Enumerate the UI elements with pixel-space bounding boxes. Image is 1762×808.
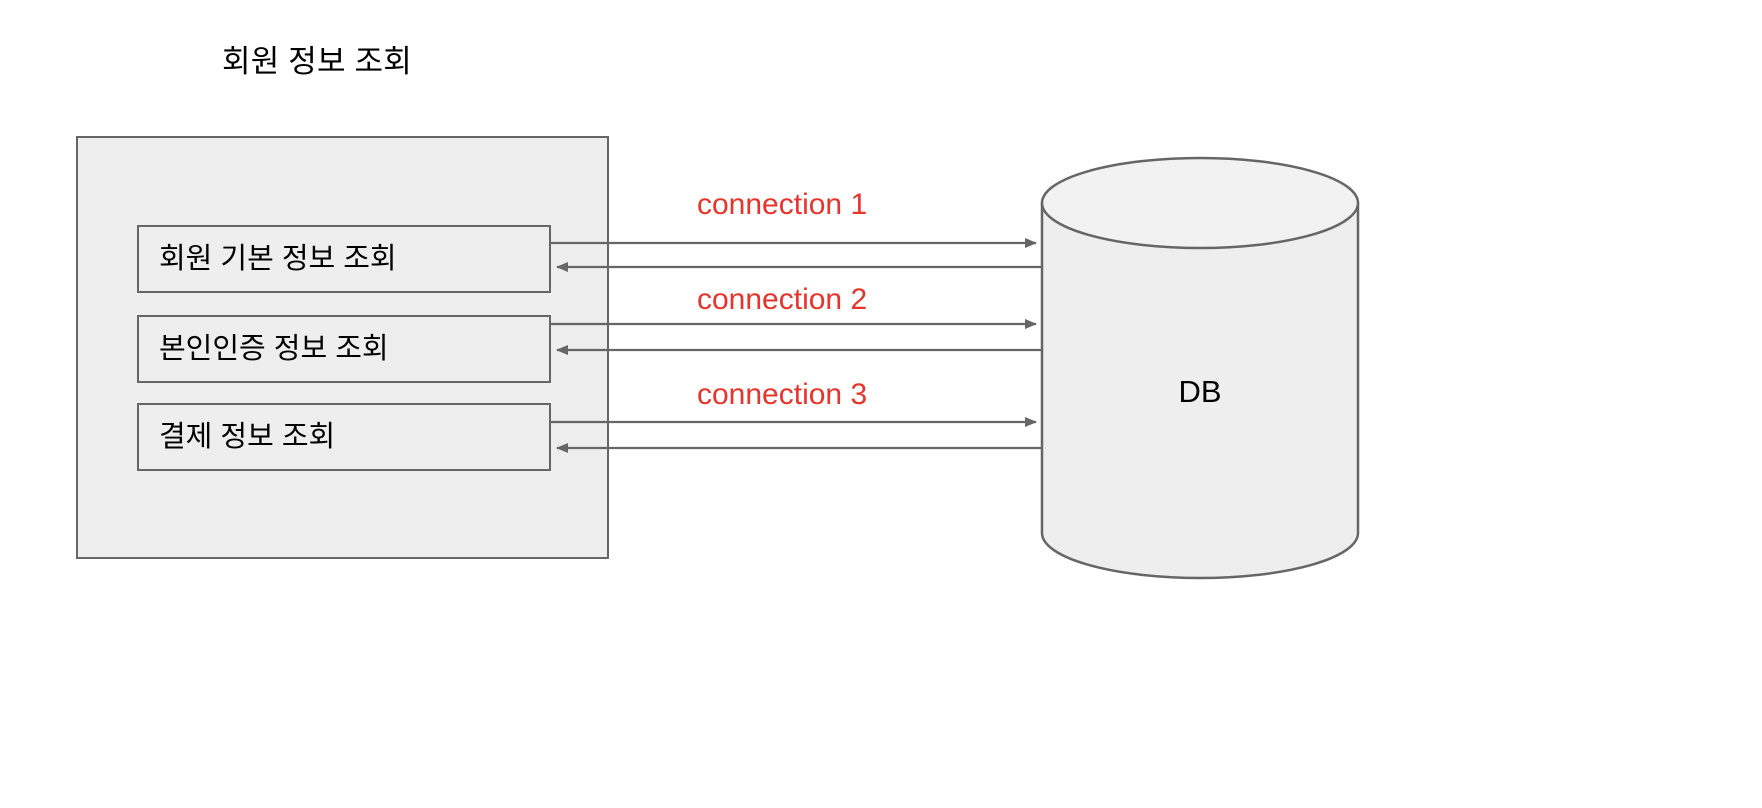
connection-1-label: connection 1: [697, 188, 868, 221]
page-title: 회원 정보 조회: [222, 44, 412, 79]
database-cylinder-icon: [1040, 156, 1360, 580]
connection-3-label: connection 3: [697, 378, 868, 411]
connection-2-label: connection 2: [697, 283, 868, 316]
service-box-label: 결제 정보 조회: [159, 421, 336, 453]
service-box-identity-verification-info[interactable]: 본인인증 정보 조회: [137, 315, 551, 383]
service-box-member-basic-info[interactable]: 회원 기본 정보 조회: [137, 225, 551, 293]
database-label: DB: [1178, 374, 1222, 409]
service-box-label: 회원 기본 정보 조회: [159, 243, 397, 275]
service-box-payment-info[interactable]: 결제 정보 조회: [137, 403, 551, 471]
service-box-label: 본인인증 정보 조회: [159, 333, 389, 365]
